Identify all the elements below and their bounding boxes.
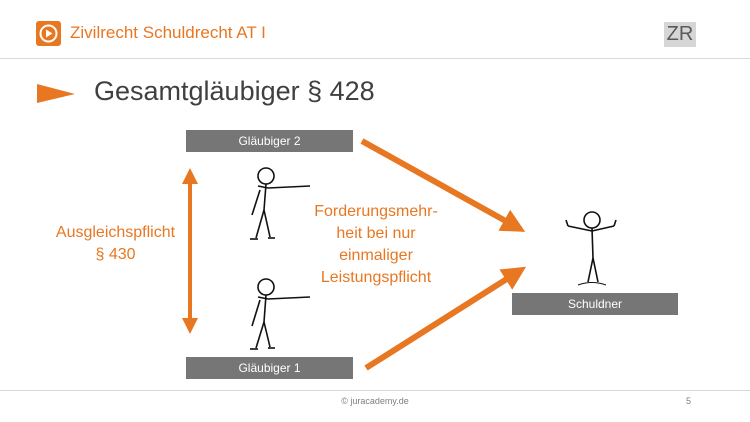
footer-divider	[0, 390, 750, 391]
header-bar: Zivilrecht Schuldrecht AT I ZR	[0, 0, 750, 59]
creditor-2-box: Gläubiger 2	[186, 130, 353, 152]
compensation-label: Ausgleichspflicht	[55, 224, 176, 241]
stick-figure-creditor1	[250, 278, 311, 350]
stick-figure-creditor2	[250, 167, 311, 240]
claims-note-line: einmaliger	[339, 247, 413, 264]
claims-note-line: heit bei nur	[336, 225, 416, 242]
course-title: Zivilrecht Schuldrecht AT I	[70, 23, 266, 42]
footer-copyright: © juracademy.de	[341, 396, 409, 406]
claim-arrow-creditor2	[360, 138, 526, 232]
claims-note: Forderungsmehr- heit bei nur einmaliger …	[296, 201, 456, 289]
zr-badge: ZR	[664, 22, 696, 47]
claims-note-line: Forderungsmehr-	[314, 203, 438, 220]
creditor-1-box: Gläubiger 1	[186, 357, 353, 379]
page-number: 5	[686, 396, 692, 406]
debtor-box: Schuldner	[512, 293, 678, 315]
claims-note-line: Leistungspflicht	[320, 269, 432, 286]
title-arrow-icon	[37, 84, 75, 103]
stick-figure-debtor	[565, 211, 617, 286]
claim-arrow-creditor1	[364, 266, 527, 371]
slide-title: Gesamtgläubiger § 428	[94, 76, 375, 106]
play-logo-icon	[36, 21, 61, 46]
compensation-paragraph: § 430	[95, 246, 136, 263]
